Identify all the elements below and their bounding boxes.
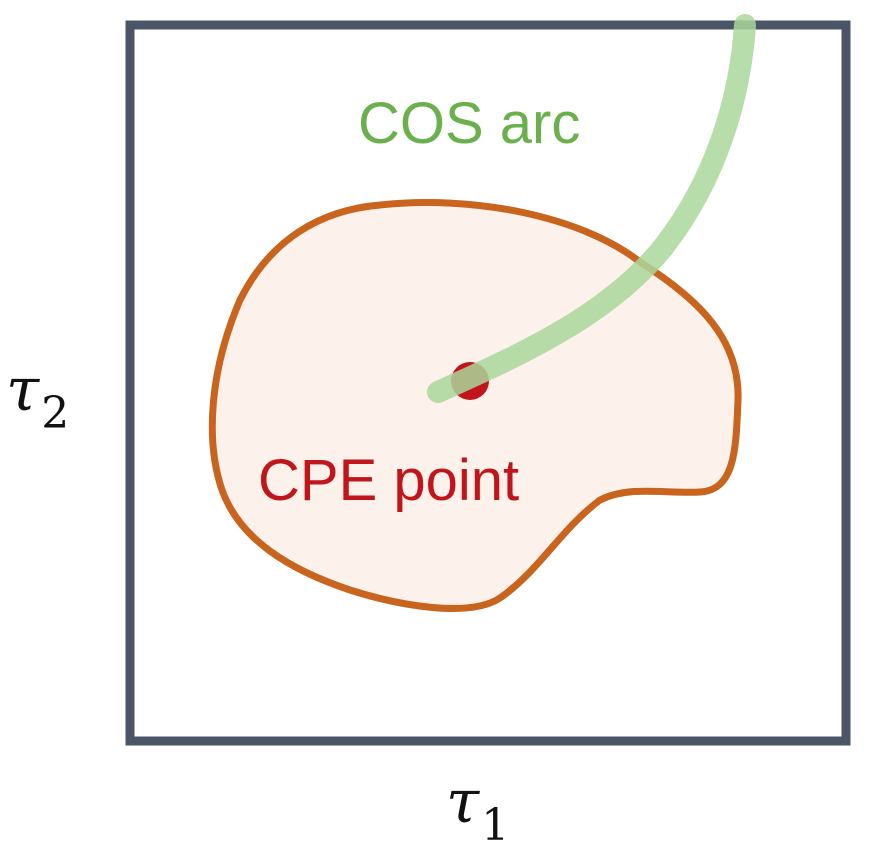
y-axis-label: τ2 <box>6 355 69 439</box>
cos-arc-label: COS arc <box>358 91 580 156</box>
parameter-space-frame <box>125 20 851 746</box>
x-axis-subscript: 1 <box>481 800 509 851</box>
cpe-point-label: CPE point <box>258 448 519 513</box>
y-axis-subscript: 2 <box>41 388 69 439</box>
y-axis-symbol: τ <box>6 355 40 425</box>
x-axis-label: τ1 <box>446 767 509 851</box>
cos-arc <box>427 14 756 403</box>
x-axis-symbol: τ <box>446 767 480 837</box>
